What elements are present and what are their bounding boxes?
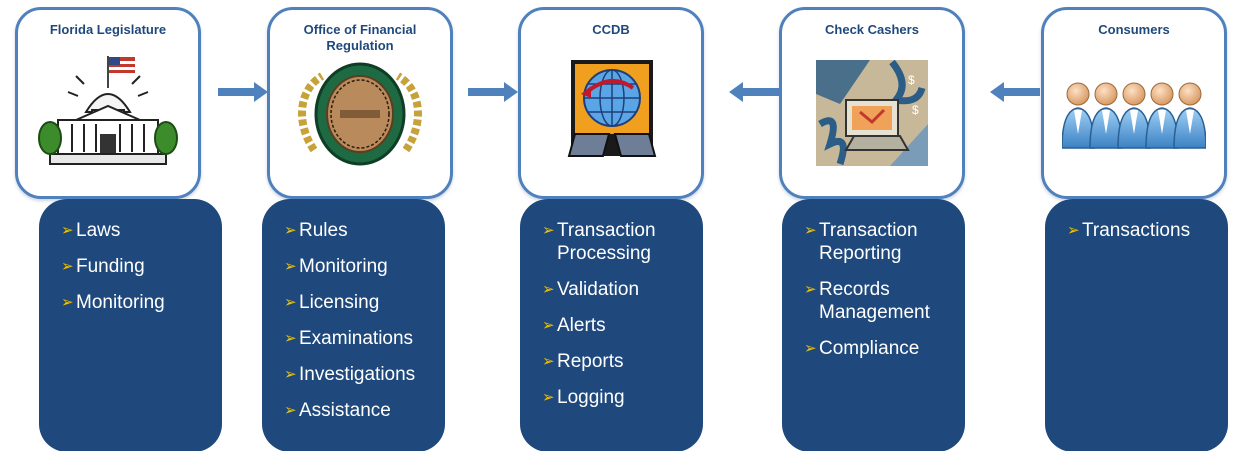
bullet-arrow-icon: ➢	[542, 281, 555, 298]
bullet-arrow-icon: ➢	[542, 222, 555, 239]
bullet-arrow-icon: ➢	[284, 294, 297, 311]
card-ccdb: CCDB	[518, 7, 704, 199]
check-cashing-collage-icon: $ $	[816, 59, 928, 166]
card-office-of-financial-regulation: Office of Financial Regulation	[267, 7, 453, 199]
bullet-list: ➢Laws ➢Funding ➢Monitoring	[61, 219, 216, 327]
network-computers-icon	[567, 60, 657, 157]
bullet-arrow-icon: ➢	[804, 281, 817, 298]
list-item: ➢Examinations	[284, 328, 414, 349]
bullet-arrow-icon: ➢	[804, 222, 817, 239]
bullet-arrow-icon: ➢	[61, 258, 74, 275]
bullet-arrow-icon: ➢	[284, 258, 297, 275]
bullet-arrow-icon: ➢	[61, 294, 74, 311]
bullet-arrow-icon: ➢	[61, 222, 74, 239]
list-item: ➢Monitoring	[284, 256, 388, 277]
panel-check-cashers: ➢Transaction Reporting ➢Records Manageme…	[782, 199, 965, 451]
panel-office-of-financial-regulation: ➢Rules ➢Monitoring ➢Licensing ➢Examinati…	[262, 199, 445, 451]
list-item: ➢Licensing	[284, 292, 380, 313]
list-item: ➢Alerts	[542, 315, 606, 336]
list-item: ➢Laws	[61, 220, 121, 241]
bullet-arrow-icon: ➢	[284, 366, 297, 383]
list-item: ➢Reports	[542, 351, 624, 372]
bullet-arrow-icon: ➢	[1067, 222, 1080, 239]
bullet-list: ➢Rules ➢Monitoring ➢Licensing ➢Examinati…	[284, 219, 439, 435]
bullet-arrow-icon: ➢	[284, 402, 297, 419]
card-florida-legislature: Florida Legislature	[15, 7, 201, 199]
card-title: Florida Legislature	[49, 22, 167, 37]
list-item: ➢Transactions	[1067, 220, 1191, 241]
ofr-seal-icon	[298, 62, 422, 166]
people-group-icon	[1062, 82, 1206, 149]
svg-text:$: $	[908, 73, 915, 87]
card-consumers: Consumers	[1041, 7, 1227, 199]
card-check-cashers: Check Cashers $ $	[779, 7, 965, 199]
card-title: Check Cashers	[825, 22, 919, 37]
svg-text:$: $	[912, 103, 919, 117]
panel-florida-legislature: ➢Laws ➢Funding ➢Monitoring	[39, 199, 222, 451]
arrow-right-icon	[218, 82, 268, 102]
bullet-arrow-icon: ➢	[804, 340, 817, 357]
list-item: ➢Records Management	[804, 279, 930, 323]
bullet-arrow-icon: ➢	[284, 222, 297, 239]
list-item: ➢Funding	[61, 256, 145, 277]
bullet-arrow-icon: ➢	[542, 353, 555, 370]
arrow-left-icon	[990, 82, 1040, 102]
list-item: ➢Compliance	[804, 338, 920, 359]
panel-consumers: ➢Transactions	[1045, 199, 1228, 451]
arrow-right-icon	[468, 82, 518, 102]
list-item: ➢Monitoring	[61, 292, 165, 313]
list-item: ➢Transaction Reporting	[804, 220, 918, 264]
list-item: ➢Investigations	[284, 364, 416, 385]
bullet-list: ➢Transaction Reporting ➢Records Manageme…	[804, 219, 959, 373]
capitol-building-icon	[38, 56, 178, 165]
card-title: Consumers	[1098, 22, 1170, 37]
person-icon	[1062, 82, 1095, 149]
bullet-arrow-icon: ➢	[284, 330, 297, 347]
bullet-arrow-icon: ➢	[542, 317, 555, 334]
bullet-arrow-icon: ➢	[542, 389, 555, 406]
bullet-list: ➢Transaction Processing ➢Validation ➢Ale…	[542, 219, 697, 422]
card-title: Office of Financial Regulation	[303, 22, 417, 53]
list-item: ➢Assistance	[284, 400, 391, 421]
list-item: ➢Logging	[542, 387, 625, 408]
bullet-list: ➢Transactions	[1067, 219, 1222, 255]
arrow-left-icon	[729, 82, 779, 102]
list-item: ➢Validation	[542, 279, 640, 300]
card-title: CCDB	[592, 22, 630, 37]
panel-ccdb: ➢Transaction Processing ➢Validation ➢Ale…	[520, 199, 703, 451]
list-item: ➢Transaction Processing	[542, 220, 656, 264]
list-item: ➢Rules	[284, 220, 348, 241]
